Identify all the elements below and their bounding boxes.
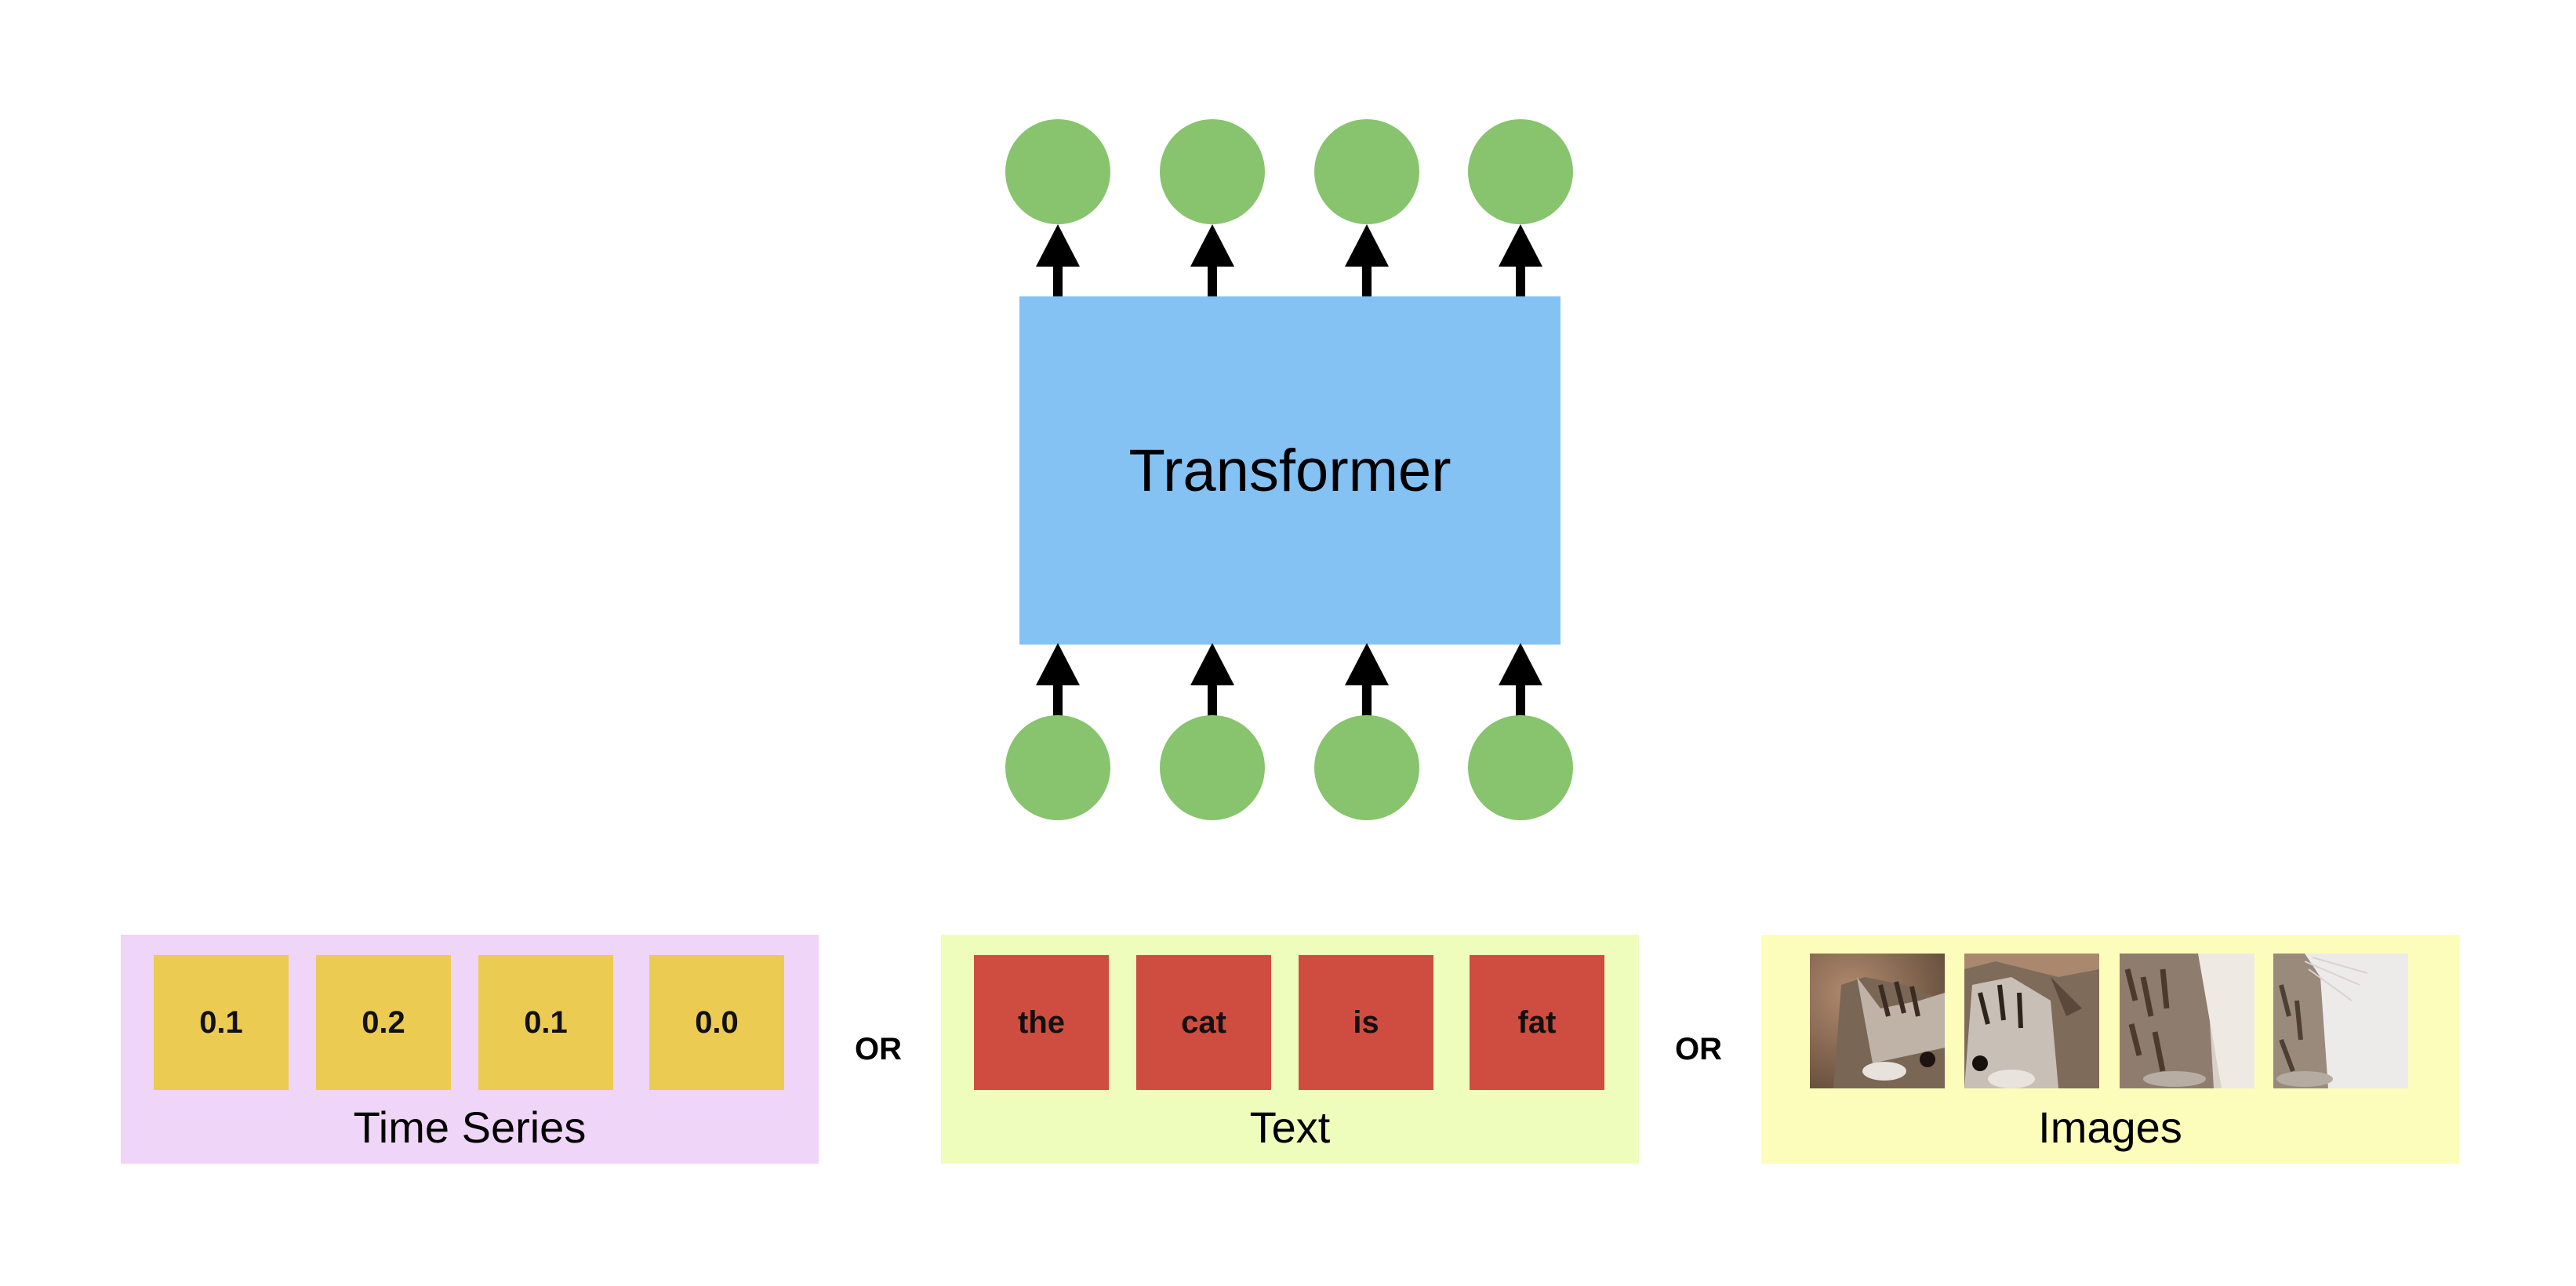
transformer-label: Transformer xyxy=(1128,437,1451,504)
time-series-token: 0.0 xyxy=(649,955,784,1090)
up-arrow-icon xyxy=(1190,224,1234,298)
up-arrow-icon xyxy=(1345,643,1389,717)
output-token-node xyxy=(1314,119,1419,224)
or-separator: OR xyxy=(1675,1032,1722,1066)
time-series-token: 0.1 xyxy=(478,955,613,1090)
output-token-node xyxy=(1005,119,1110,224)
text-token: cat xyxy=(1136,955,1271,1090)
input-token-node xyxy=(1468,715,1573,820)
up-arrow-icon xyxy=(1190,643,1234,717)
kitten-face-right-patch xyxy=(1964,954,2099,1088)
text-token: fat xyxy=(1470,955,1604,1090)
text-label: Text xyxy=(1249,1103,1331,1152)
transformer-block: Transformer xyxy=(1019,296,1560,645)
time-series-token: 0.2 xyxy=(316,955,451,1090)
up-arrow-icon xyxy=(1036,643,1080,717)
time-series-token: 0.1 xyxy=(154,955,289,1090)
images-label: Images xyxy=(2038,1103,2182,1152)
up-arrow-icon xyxy=(1345,224,1389,298)
input-token-node xyxy=(1160,715,1265,820)
time-series-label: Time Series xyxy=(353,1103,587,1152)
up-arrow-icon xyxy=(1499,224,1542,298)
input-token-node xyxy=(1005,715,1110,820)
kitten-body-patch xyxy=(2120,954,2254,1088)
kitten-face-left-patch xyxy=(1810,954,1945,1088)
output-token-node xyxy=(1468,119,1573,224)
kitten-paw-patch xyxy=(2273,954,2408,1088)
text-token: the xyxy=(974,955,1109,1090)
output-token-node xyxy=(1160,119,1265,224)
text-token: is xyxy=(1299,955,1433,1090)
up-arrow-icon xyxy=(1036,224,1080,298)
up-arrow-icon xyxy=(1499,643,1542,717)
input-token-node xyxy=(1314,715,1419,820)
or-separator: OR xyxy=(855,1032,902,1066)
